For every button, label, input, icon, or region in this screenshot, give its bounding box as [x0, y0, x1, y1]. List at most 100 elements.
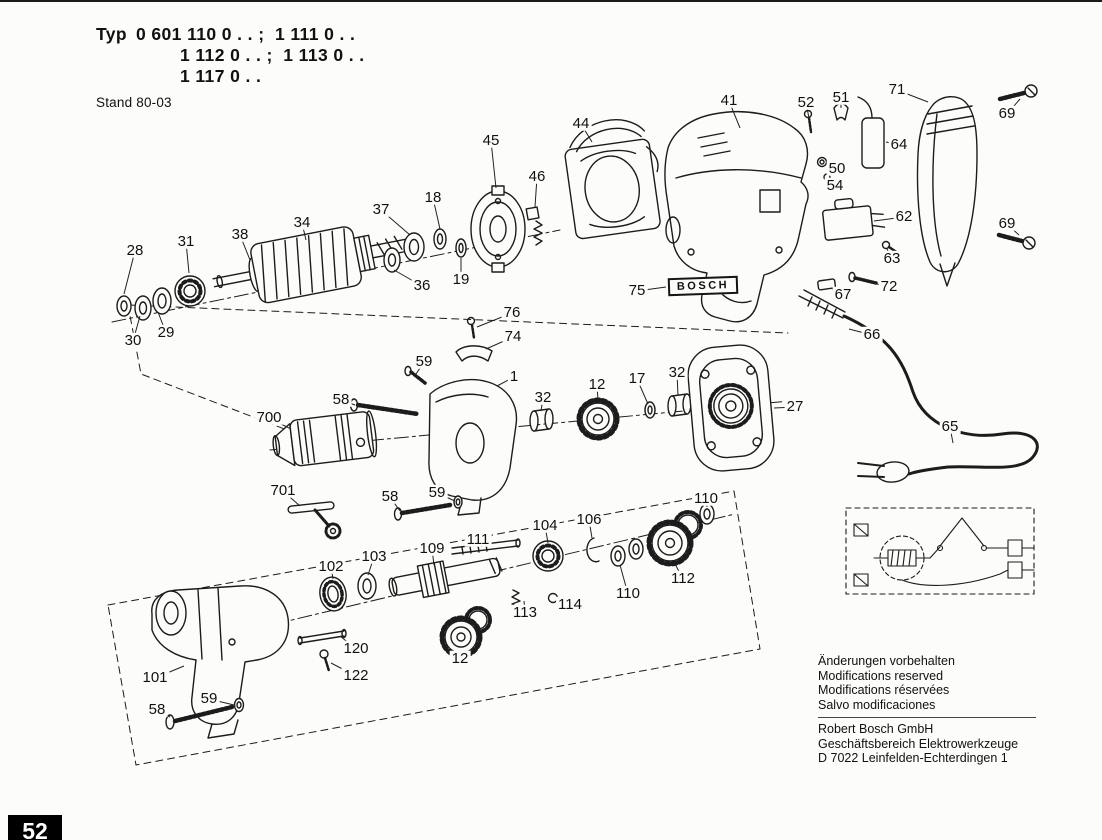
cord-grommet-66 [798, 289, 846, 319]
part-label-28: 28 [124, 241, 146, 259]
screw-69-side [996, 232, 1036, 250]
washers-110-mid [610, 538, 644, 567]
part-label-54: 54 [824, 176, 846, 194]
drill-chuck-700 [272, 410, 378, 467]
part-label-52: 52 [795, 93, 817, 111]
note-line: Salvo modificaciones [818, 697, 936, 712]
leader-line-28 [123, 250, 136, 295]
screw-72 [848, 271, 878, 285]
screw-69-top [997, 84, 1038, 102]
part-label-104: 104 [530, 516, 560, 534]
note-line: Änderungen vorbehalten [818, 654, 955, 668]
part-label-44: 44 [570, 114, 592, 132]
part-label-58: 58 [379, 487, 401, 505]
washers-36-37-18-19 [383, 228, 467, 273]
part-label-17: 17 [626, 369, 648, 387]
part-label-72: 72 [878, 277, 900, 295]
part-label-31: 31 [175, 232, 197, 250]
part-label-113: 113 [511, 603, 539, 621]
part-label-102: 102 [316, 557, 346, 575]
brush-plate-45 [470, 185, 526, 273]
part-label-30: 30 [122, 331, 144, 349]
bosch-brand-plate: BOSCH [667, 275, 739, 297]
field-stator-44 [564, 119, 661, 240]
gearbox-housing-101 [151, 585, 290, 739]
nut-50 [816, 156, 828, 168]
part-label-18: 18 [422, 188, 444, 206]
part-label-59: 59 [426, 483, 448, 501]
part-label-46: 46 [526, 167, 548, 185]
pin-120 [297, 628, 347, 646]
wiring-schematic [845, 507, 1035, 595]
part-label-71: 71 [886, 80, 908, 98]
part-label-75: 75 [626, 281, 648, 299]
stand-date: Stand 80-03 [96, 95, 172, 110]
part-label-101: 101 [140, 668, 170, 686]
company-line: Robert Bosch GmbH [818, 722, 934, 736]
circlip-106 [586, 537, 600, 563]
part-label-51: 51 [830, 88, 852, 106]
part-label-45: 45 [480, 131, 502, 149]
washer-59-lower [233, 697, 245, 713]
power-cord-65 [842, 314, 1039, 476]
part-label-58: 58 [146, 700, 168, 718]
mains-plug [857, 461, 910, 483]
gear-cluster-112 [646, 510, 703, 567]
sheet-number-badge: 52 [8, 815, 62, 840]
part-label-63: 63 [881, 249, 903, 267]
screw-58-lower [165, 704, 235, 730]
footer-divider [818, 717, 1036, 718]
part-label-34: 34 [291, 213, 313, 231]
sleeve-32-left [529, 408, 554, 432]
sleeve-32-right [667, 393, 692, 417]
side-handle-71 [916, 96, 978, 287]
part-label-65: 65 [939, 417, 961, 435]
part-label-114: 114 [556, 595, 584, 613]
typ-label: Typ [96, 24, 128, 44]
note-line: Modifications réservées [818, 683, 950, 697]
part-label-32: 32 [666, 363, 688, 381]
part-label-106: 106 [574, 510, 604, 528]
part-label-37: 37 [370, 200, 392, 218]
leader-line-45 [490, 140, 497, 189]
ball-bearing-31 [174, 275, 206, 307]
part-label-19: 19 [450, 270, 472, 288]
bearing-104 [532, 540, 564, 572]
part-label-38: 38 [229, 225, 251, 243]
armature-34 [212, 226, 410, 304]
washer-17 [644, 401, 656, 419]
part-label-41: 41 [718, 91, 740, 109]
part-label-110: 110 [614, 584, 642, 602]
bearing-plate-27 [687, 344, 775, 472]
company-line: Geschäftsbereich Elektrowerkzeuge [818, 736, 1019, 751]
part-label-32: 32 [532, 388, 554, 406]
washer-103 [357, 572, 377, 600]
clamp-74 [455, 345, 493, 362]
type-header: Typ 0 601 110 0 . . ; 1 111 0 . . 1 112 0… [96, 24, 365, 113]
part-label-700: 700 [254, 408, 284, 426]
part-label-12: 12 [586, 375, 608, 393]
carbon-brush-spring-46 [525, 206, 543, 246]
type-line-2: 1 112 0 . . ; 1 113 0 . . [180, 45, 365, 65]
part-label-67: 67 [832, 285, 854, 303]
part-label-36: 36 [411, 276, 433, 294]
typ-line-1-numbers: 0 601 110 0 . . ; 1 111 0 . . [136, 24, 356, 44]
part-label-1: 1 [507, 367, 521, 385]
chuck-key-701 [287, 501, 342, 540]
suppressor-64 [857, 96, 885, 169]
screw-76 [466, 316, 476, 340]
switch-62 [822, 198, 886, 241]
part-label-12: 12 [449, 649, 471, 667]
part-label-111: 111 [464, 530, 492, 548]
part-label-701: 701 [268, 481, 298, 499]
part-label-50: 50 [826, 159, 848, 177]
part-label-66: 66 [861, 325, 883, 343]
part-label-112: 112 [669, 569, 697, 587]
part-label-69: 69 [996, 104, 1018, 122]
part-label-76: 76 [501, 303, 523, 321]
part-label-74: 74 [502, 327, 524, 345]
part-label-58: 58 [330, 390, 352, 408]
bearing-102 [319, 576, 347, 612]
washer-59-mid2 [453, 495, 463, 509]
